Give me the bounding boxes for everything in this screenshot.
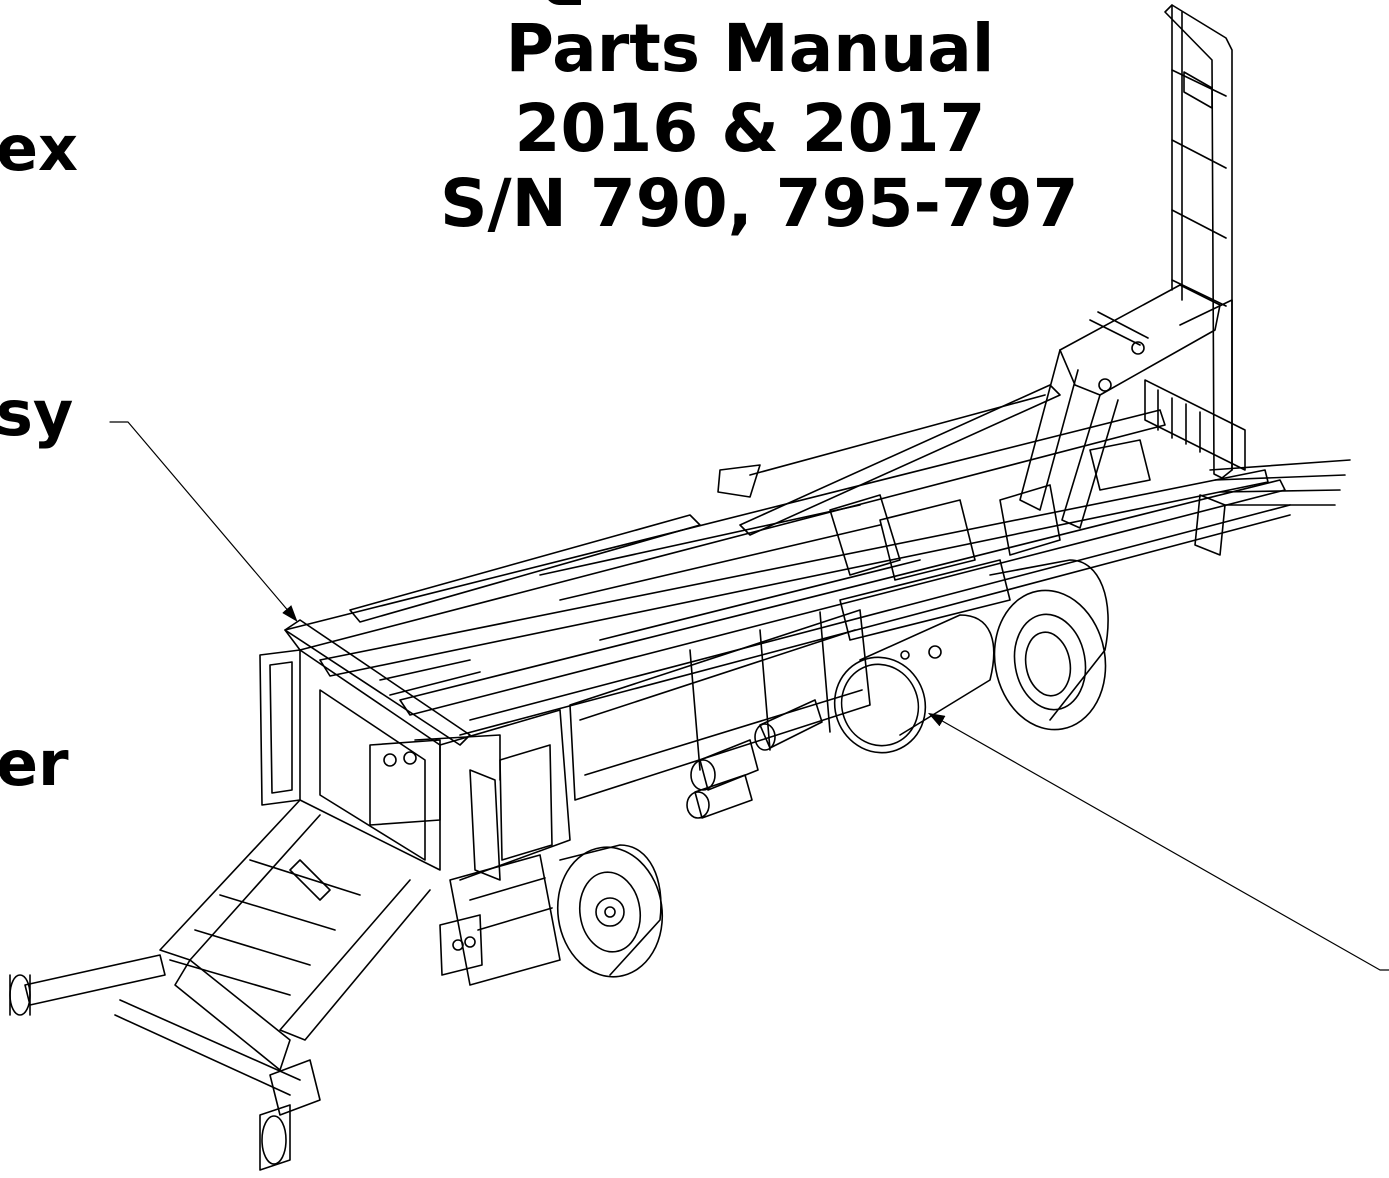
rear-mast (1144, 4, 1246, 479)
leader-line-right (927, 712, 1389, 971)
leader-line-top (109, 421, 298, 622)
side-label-bottom: er (0, 727, 69, 800)
front-wheel (556, 844, 664, 978)
lift-arm-assembly (1019, 284, 1221, 529)
main-deck-rails (284, 384, 1351, 736)
front-outriggers (9, 954, 321, 1171)
title-remnant (545, 0, 581, 8)
manual-title: Parts Manual (505, 10, 995, 87)
cross-members (829, 439, 1151, 581)
side-label-top: ex (0, 112, 79, 185)
rear-wheel (989, 559, 1109, 731)
side-label-middle: sy (0, 377, 74, 450)
air-tanks (686, 699, 823, 819)
fuel-tank (833, 614, 995, 754)
front-ladder-frame (159, 799, 431, 1071)
cab-steps (439, 854, 561, 986)
manual-years: 2016 & 2017 (514, 90, 986, 167)
manual-serial-numbers: S/N 790, 795-797 (440, 165, 1079, 242)
